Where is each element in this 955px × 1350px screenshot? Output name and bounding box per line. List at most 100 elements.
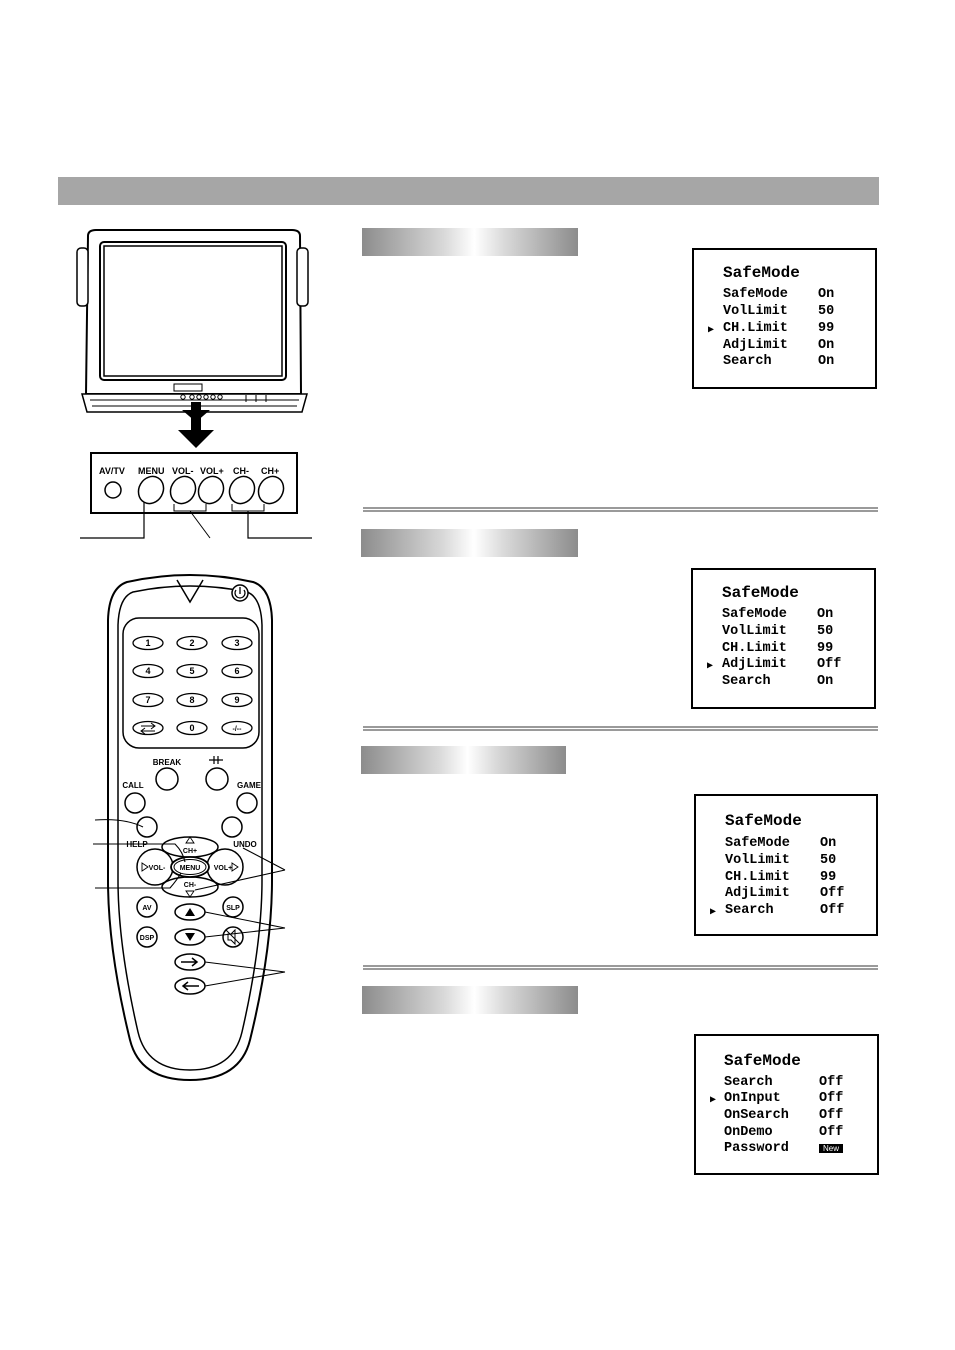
selection-arrow-icon: ▶ [707, 661, 714, 672]
osd-row-label: SafeMode [722, 607, 787, 622]
osd-row-label: VolLimit [723, 304, 788, 319]
section-tab-3 [361, 746, 566, 774]
vol-plus-label: VOL+ [214, 865, 232, 872]
num-8-button[interactable] [176, 692, 208, 708]
section-tab-4 [362, 986, 578, 1014]
call-button[interactable] [124, 792, 146, 814]
digit-toggle-button[interactable] [221, 720, 253, 736]
osd-row-value: 50 [818, 304, 835, 319]
num-5-label: 5 [189, 666, 194, 676]
vol-minus-label: VOL- [149, 865, 166, 872]
vol-minus-button[interactable] [166, 472, 201, 508]
new-badge: New [819, 1144, 844, 1153]
num-6-label: 6 [234, 666, 239, 676]
header-bar [58, 177, 879, 205]
section-tab-1 [362, 228, 578, 256]
osd-row-label: Search [724, 1075, 773, 1090]
num-1-button[interactable] [132, 635, 164, 651]
num-1-label: 1 [145, 638, 150, 648]
num-9-button[interactable] [221, 692, 253, 708]
undo-label: UNDO [233, 840, 257, 849]
num-4-button[interactable] [132, 663, 164, 679]
section-divider [363, 726, 878, 731]
selection-arrow-icon: ▶ [708, 325, 715, 336]
num-0-button[interactable] [176, 720, 208, 736]
osd-row-label: AdjLimit [725, 886, 790, 901]
ch-minus-button[interactable] [225, 472, 260, 508]
num-7-button[interactable] [132, 692, 164, 708]
section-divider [363, 507, 878, 512]
undo-button[interactable] [221, 816, 243, 838]
osd-row-value: On [817, 607, 834, 622]
osd-row: Password New [724, 1141, 844, 1156]
ch-minus-label: CH- [184, 882, 197, 889]
ch-plus-button[interactable] [254, 472, 289, 508]
panel-buttons [104, 472, 289, 508]
section-divider [363, 965, 878, 970]
osd-row-label: VolLimit [725, 853, 790, 868]
osd-row-label: SafeMode [723, 287, 788, 302]
game-button[interactable] [236, 792, 258, 814]
panel-label-ch-minus: CH- [233, 466, 249, 476]
osd-row: Search On [722, 674, 833, 689]
menu-remote-button[interactable] [170, 856, 210, 878]
call-label: CALL [122, 781, 143, 790]
selection-arrow-icon: ▶ [710, 907, 717, 918]
freeze-icon [209, 756, 223, 764]
help-button[interactable] [136, 816, 158, 838]
remote-callout-lines [93, 819, 286, 987]
num-2-button[interactable] [176, 635, 208, 651]
av-button[interactable] [136, 896, 158, 918]
osd-row: VolLimit 50 [723, 304, 834, 319]
osd-title: SafeMode [722, 584, 799, 602]
swap-button[interactable] [132, 720, 164, 736]
num-4-label: 4 [145, 666, 150, 676]
avtv-button[interactable] [104, 481, 122, 499]
freeze-button[interactable] [205, 767, 229, 791]
osd-row-label: Search [722, 674, 771, 689]
left-arrow-icon [181, 981, 199, 991]
osd-title: SafeMode [725, 812, 802, 830]
slp-button[interactable] [222, 896, 244, 918]
osd-row-label: OnSearch [724, 1108, 789, 1123]
osd-title: SafeMode [724, 1052, 801, 1070]
osd-row-label: Search [723, 354, 772, 369]
break-label: BREAK [153, 758, 182, 767]
ch-down-icon [185, 890, 195, 898]
osd-row-value: On [818, 287, 835, 302]
vol-plus-button[interactable] [194, 472, 229, 508]
osd-row-label: OnInput [724, 1091, 781, 1106]
num-3-button[interactable] [221, 635, 253, 651]
osd-row-value: 99 [817, 641, 834, 656]
num-8-label: 8 [189, 695, 194, 705]
osd-row-value: 99 [818, 321, 835, 336]
osd-row-label: OnDemo [724, 1125, 773, 1140]
ch-up-icon [185, 836, 195, 844]
num-5-button[interactable] [176, 663, 208, 679]
panel-label-ch-plus: CH+ [261, 466, 280, 476]
panel-label-vol-plus: VOL+ [200, 466, 224, 476]
osd-row-value: On [817, 674, 834, 689]
break-button[interactable] [155, 767, 179, 791]
panel-callout-lines [80, 502, 312, 539]
dsp-button[interactable] [136, 926, 158, 948]
osd-row-label: Password [724, 1141, 789, 1156]
num-7-label: 7 [145, 695, 150, 705]
osd-row: OnDemo Off [724, 1125, 843, 1140]
power-icon [234, 589, 246, 599]
slp-label: SLP [226, 905, 240, 912]
osd-row-value: Off [819, 1125, 844, 1140]
num-9-label: 9 [234, 695, 239, 705]
num-6-button[interactable] [221, 663, 253, 679]
numpad: 1 2 3 4 5 6 7 8 9 0 -/-- [132, 635, 253, 736]
osd-row-value: Off [817, 657, 842, 672]
up-triangle-icon [185, 908, 195, 916]
vol-down-icon [141, 862, 149, 872]
